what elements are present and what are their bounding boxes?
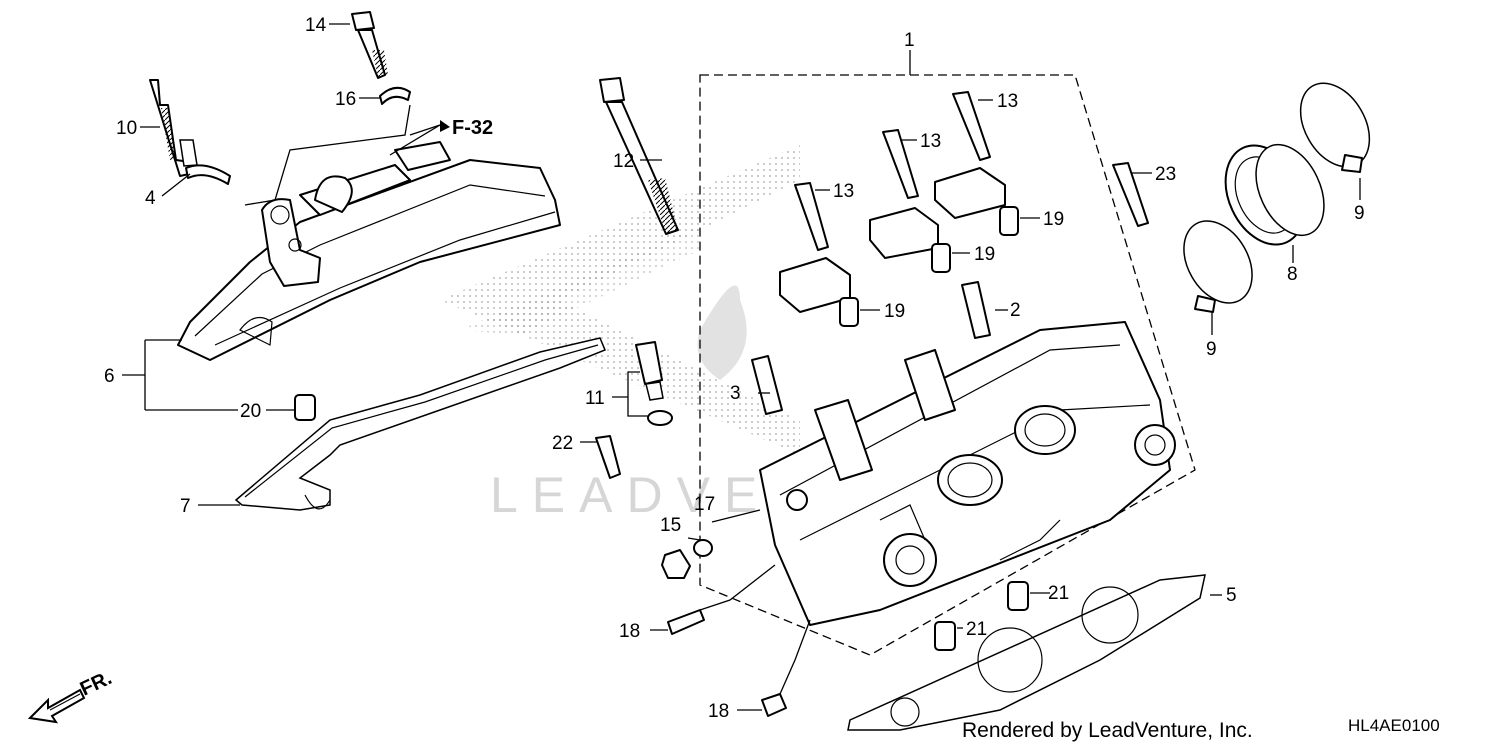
- callout-18-lower: 18: [708, 701, 729, 722]
- valve-guide-a: [961, 281, 991, 339]
- render-credit: Rendered by LeadVenture, Inc.: [962, 719, 1253, 742]
- long-bolt: [599, 77, 679, 235]
- sensor-o-ring: [647, 410, 673, 426]
- callout-21-right: 21: [1048, 583, 1069, 604]
- cylinder-head-cover: [177, 141, 561, 361]
- callout-8: 8: [1287, 264, 1298, 285]
- cover-washer: [379, 86, 411, 105]
- callout-13-mid: 13: [920, 131, 941, 152]
- callout-numbers: 1 2 3 4 5 6 7 8 9 9 10 11 12 13 13 13 14…: [104, 15, 1365, 722]
- reference-label: F-32: [452, 117, 493, 139]
- intake-boot: [1224, 143, 1325, 246]
- callout-21-left: 21: [966, 619, 987, 640]
- small-bolt: [595, 435, 621, 479]
- plug-washer: [693, 539, 713, 557]
- cylinder-head-assembly-outline: [699, 74, 1196, 656]
- callout-18-upper: 18: [619, 621, 640, 642]
- valve-guide-b: [751, 355, 783, 415]
- cover-bolt: [351, 11, 388, 79]
- callout-1: 1: [904, 30, 915, 51]
- callout-19-mid: 19: [974, 244, 995, 265]
- cam-holders: [779, 167, 1006, 313]
- spark-plug: [149, 79, 199, 177]
- cylinder-head: [759, 321, 1176, 626]
- callout-23: 23: [1155, 164, 1176, 185]
- callout-15: 15: [660, 515, 681, 536]
- callout-19-high: 19: [1043, 209, 1064, 230]
- leader-lines: [122, 23, 1361, 711]
- callout-11: 11: [585, 388, 605, 409]
- diagram-code: HL4AE0100: [1348, 716, 1440, 735]
- intake-clamp-top: [1299, 82, 1371, 173]
- callout-16: 16: [335, 89, 356, 110]
- callout-14: 14: [305, 15, 327, 36]
- callout-10: 10: [116, 118, 137, 139]
- callout-20: 20: [240, 401, 261, 422]
- front-direction-indicator: FR.: [27, 667, 115, 724]
- temperature-sensor: [635, 341, 664, 401]
- spark-plug-seal: [185, 164, 231, 185]
- callout-13-top: 13: [997, 91, 1018, 112]
- callout-5: 5: [1226, 585, 1237, 606]
- dowel-pins: [294, 206, 1029, 651]
- callout-7: 7: [180, 496, 191, 517]
- stud-bolt-b: [761, 693, 787, 717]
- callout-2: 2: [1010, 300, 1021, 321]
- callout-22: 22: [552, 433, 573, 454]
- callout-17: 17: [694, 494, 715, 515]
- callout-19-low: 19: [884, 301, 905, 322]
- stud-bolt-a: [667, 609, 705, 635]
- cam-holder-bolts: [794, 91, 1149, 251]
- intake-clamp-bottom: [1183, 220, 1253, 313]
- callout-3: 3: [730, 383, 741, 404]
- callout-12: 12: [613, 151, 634, 172]
- callout-4: 4: [145, 188, 156, 209]
- callout-6: 6: [104, 366, 115, 387]
- head-cover-gasket: [234, 337, 606, 511]
- callout-13-low: 13: [833, 181, 854, 202]
- plug-bolt: [661, 549, 691, 579]
- cylinder-head-gasket: [847, 574, 1206, 731]
- callout-9-bottom: 9: [1206, 339, 1217, 360]
- callout-9-top: 9: [1354, 203, 1365, 224]
- reference-f32: F-32: [409, 117, 493, 139]
